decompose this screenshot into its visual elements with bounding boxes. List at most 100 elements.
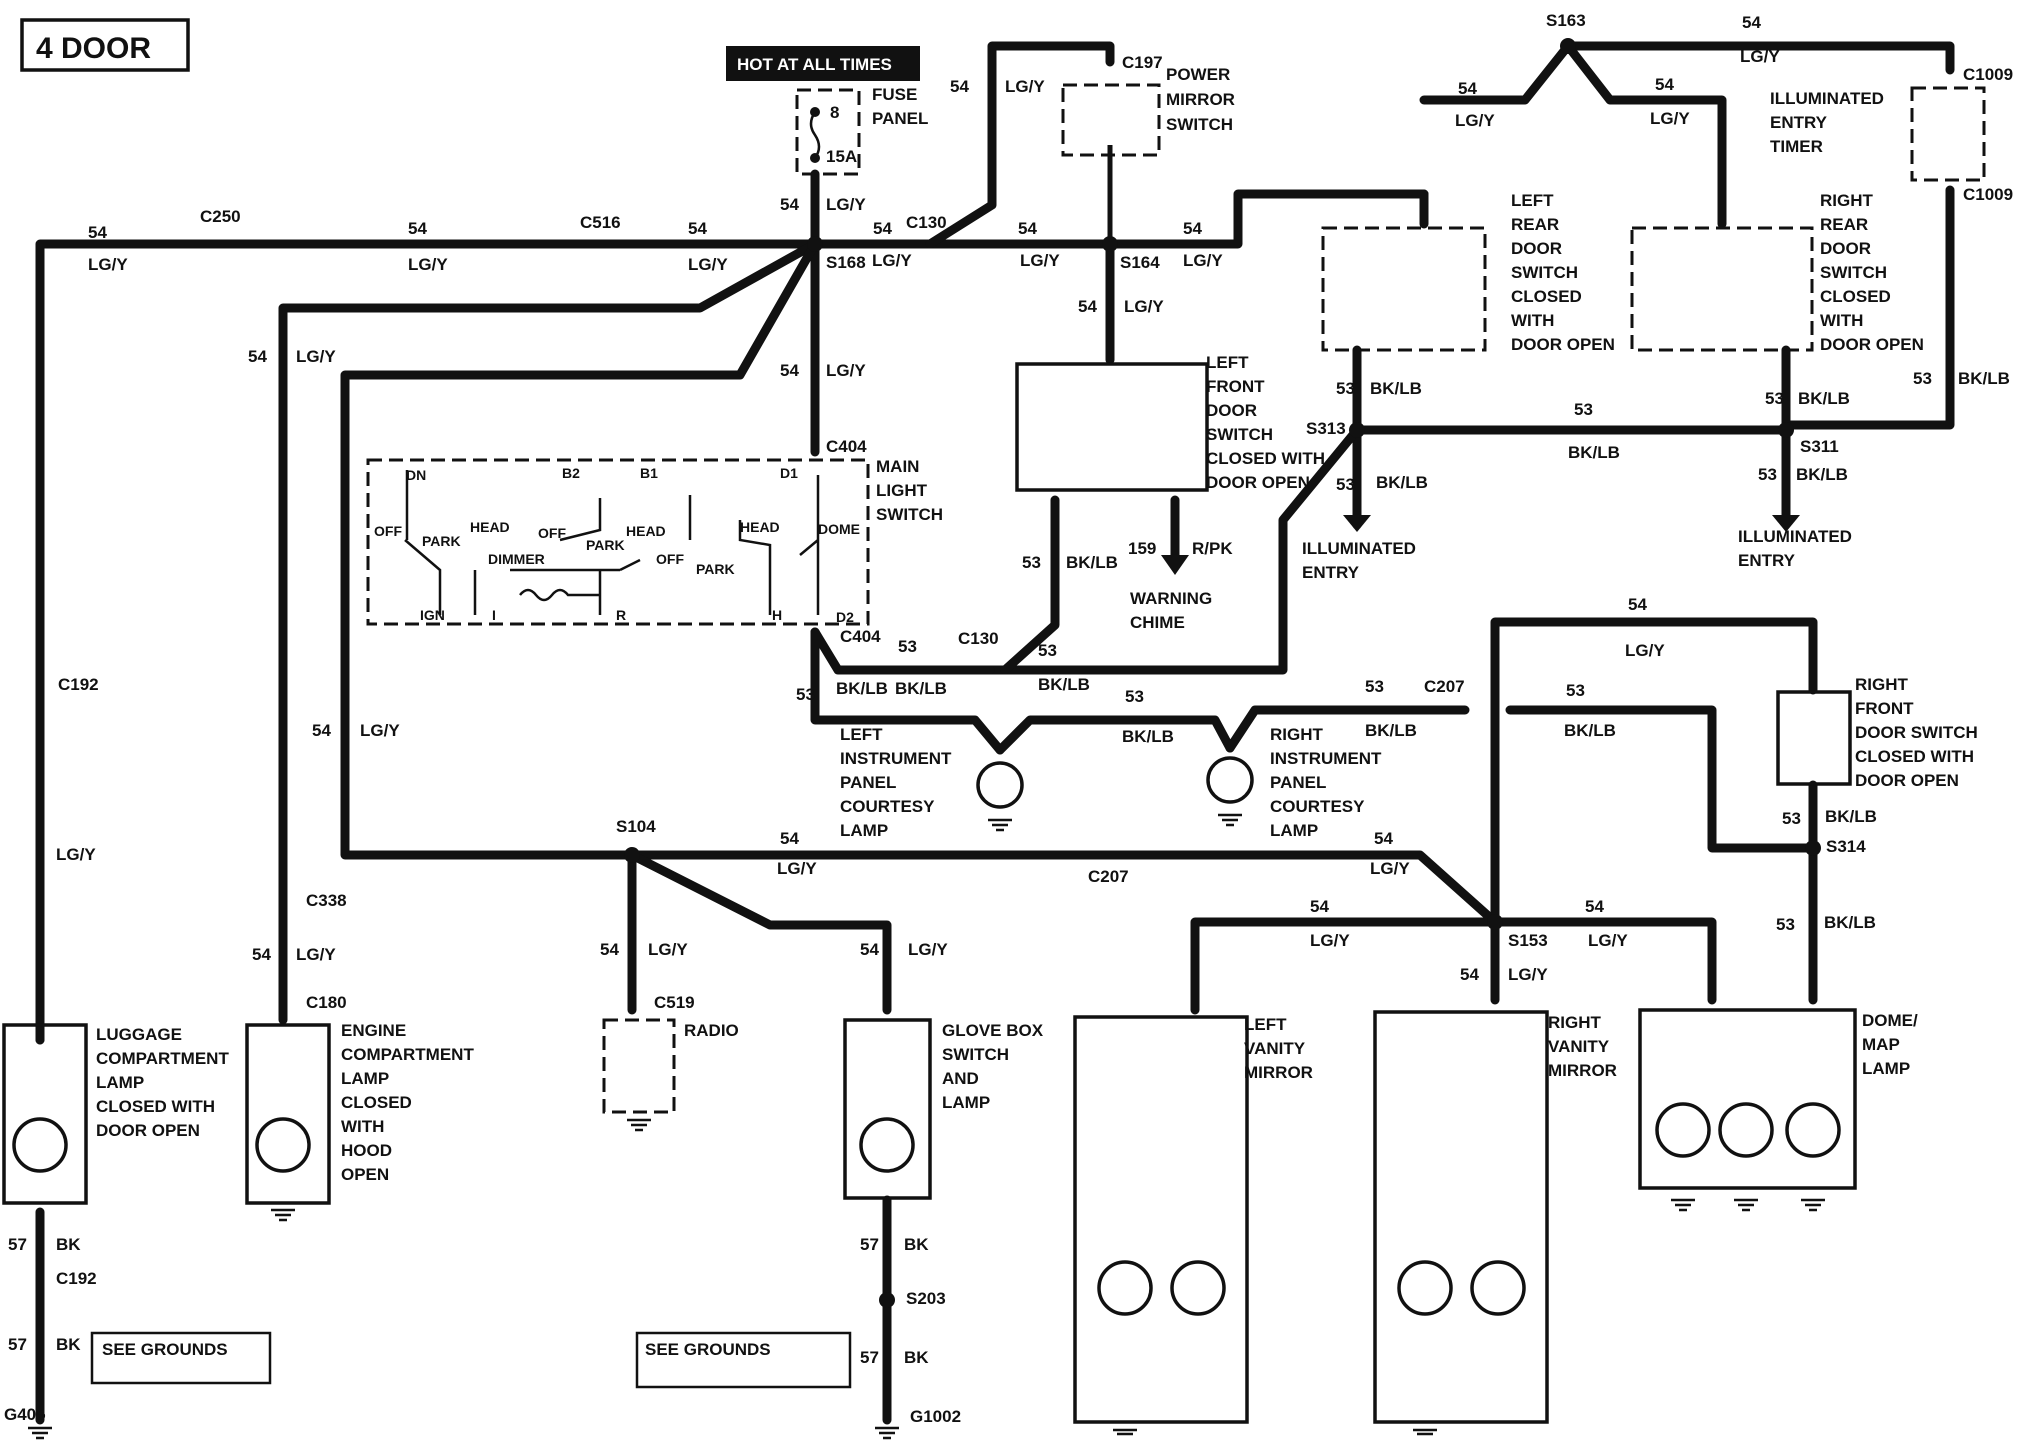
- switch-label: IGN: [420, 607, 445, 623]
- component-label: INSTRUMENT: [1270, 749, 1382, 768]
- wire-label: LG/Y: [1650, 109, 1690, 128]
- component-label: ILLUMINATED: [1302, 539, 1416, 558]
- wire-label: LG/Y: [826, 361, 866, 380]
- component-label: DOOR OPEN: [1855, 771, 1959, 790]
- component-label: PANEL: [840, 773, 896, 792]
- component-label: DOOR OPEN: [1206, 473, 1310, 492]
- wire-label: BK: [56, 1335, 81, 1354]
- wire-label: BK: [904, 1348, 929, 1367]
- switch-label: B2: [562, 465, 580, 481]
- component-label: DOOR SWITCH: [1855, 723, 1978, 742]
- wire-label: BK/LB: [1365, 721, 1417, 740]
- wire-label: 54: [88, 223, 107, 242]
- see-grounds-boxes: SEE GROUNDS SEE GROUNDS: [90, 1331, 852, 1389]
- wire-label: BK/LB: [1796, 465, 1848, 484]
- title-text: 4 DOOR: [36, 32, 151, 65]
- wire-label: 54: [873, 219, 892, 238]
- wire-label: LG/Y: [1183, 251, 1223, 270]
- connector-label: C192: [56, 1269, 97, 1288]
- wire-label: 54: [1374, 829, 1393, 848]
- wire-label: LG/Y: [1508, 965, 1548, 984]
- see-grounds-left: SEE GROUNDS: [102, 1340, 228, 1359]
- component-label: GLOVE BOX: [942, 1021, 1044, 1040]
- component-label: HOOD: [341, 1141, 392, 1160]
- diagram-title: 4 DOOR: [20, 18, 190, 72]
- component-label: LAMP: [1862, 1059, 1910, 1078]
- component-label: MAP: [1862, 1035, 1900, 1054]
- component-label: DOOR OPEN: [1820, 335, 1924, 354]
- component-label: WARNING: [1130, 589, 1212, 608]
- ground-label: G1002: [910, 1407, 961, 1426]
- wire-label: 53: [1038, 641, 1057, 660]
- fuse-panel-label-2: PANEL: [872, 109, 928, 128]
- wire-label: BK: [904, 1235, 929, 1254]
- wire-label: 54: [1310, 897, 1329, 916]
- splice-label: S164: [1120, 253, 1160, 272]
- switch-label: OFF: [374, 523, 402, 539]
- wire-label: 53: [1566, 681, 1585, 700]
- connector-label: C207: [1424, 677, 1465, 696]
- component-label: SWITCH: [942, 1045, 1009, 1064]
- wire-label: 57: [8, 1235, 27, 1254]
- connector-label: C404: [840, 627, 881, 646]
- splice-label: S153: [1508, 931, 1548, 950]
- component-label: CLOSED WITH: [96, 1097, 215, 1116]
- wire-label: 54: [1585, 897, 1604, 916]
- wire-label: LG/Y: [908, 940, 948, 959]
- splice-label: S311: [1800, 437, 1839, 456]
- component-label: CLOSED: [1511, 287, 1582, 306]
- lamp-bulbs: [12, 756, 1841, 1316]
- component-label: TIMER: [1770, 137, 1823, 156]
- connector-label: C1009: [1963, 65, 2013, 84]
- wire-label: BK/LB: [1825, 807, 1877, 826]
- fuse-panel: HOT AT ALL TIMES 8 15A FUSE PANEL: [726, 46, 928, 176]
- wire-label: 54: [780, 829, 799, 848]
- switch-label: PARK: [422, 533, 461, 549]
- wire-label: 54: [1183, 219, 1202, 238]
- switch-label: OFF: [538, 525, 566, 541]
- wire-label: 53: [1022, 553, 1041, 572]
- fuse-panel-label-1: FUSE: [872, 85, 917, 104]
- splice-dots: [624, 38, 1821, 1308]
- component-label: LAMP: [840, 821, 888, 840]
- hot-at-all-times-label: HOT AT ALL TIMES: [737, 55, 892, 74]
- component-label: DOOR: [1511, 239, 1562, 258]
- component-label: FRONT: [1206, 377, 1265, 396]
- wire-label: LG/Y: [1124, 297, 1164, 316]
- component-label: RIGHT: [1548, 1013, 1602, 1032]
- switch-label: HEAD: [626, 523, 666, 539]
- wire-label: BK/LB: [1824, 913, 1876, 932]
- switch-label: D2: [836, 609, 854, 625]
- wire-label: BK/LB: [1798, 389, 1850, 408]
- splice-label: S314: [1826, 837, 1866, 856]
- wire-label: 54: [780, 361, 799, 380]
- wire-label: BK/LB: [1038, 675, 1090, 694]
- switch-label: DOME: [818, 521, 860, 537]
- wire-label: 57: [8, 1335, 27, 1354]
- component-label: VANITY: [1548, 1037, 1610, 1056]
- component-label: MIRROR: [1166, 90, 1235, 109]
- component-boxes: [2, 83, 1986, 1424]
- wire-label: LG/Y: [408, 255, 448, 274]
- wire-label: LG/Y: [1005, 77, 1045, 96]
- wire-label: 53: [1336, 475, 1355, 494]
- component-label: DOOR OPEN: [1511, 335, 1615, 354]
- component-label: LIGHT: [876, 481, 928, 500]
- wire-label: 53: [1365, 677, 1384, 696]
- component-label: COMPARTMENT: [96, 1049, 229, 1068]
- connector-label: C192: [58, 675, 99, 694]
- wire-label: BK/LB: [1568, 443, 1620, 462]
- splice-label: S168: [826, 253, 866, 272]
- switch-label: PARK: [586, 537, 625, 553]
- ground-symbols: [28, 813, 1825, 1440]
- wire-label: BK/LB: [1376, 473, 1428, 492]
- splice-label: S104: [616, 817, 656, 836]
- wire-label: LG/Y: [1740, 47, 1780, 66]
- wire-label: BK/LB: [1370, 379, 1422, 398]
- fuse-rating: 15A: [826, 147, 857, 166]
- wire-label: LG/Y: [688, 255, 728, 274]
- switch-label: DN: [406, 467, 426, 483]
- component-label: PANEL: [1270, 773, 1326, 792]
- component-label: OPEN: [341, 1165, 389, 1184]
